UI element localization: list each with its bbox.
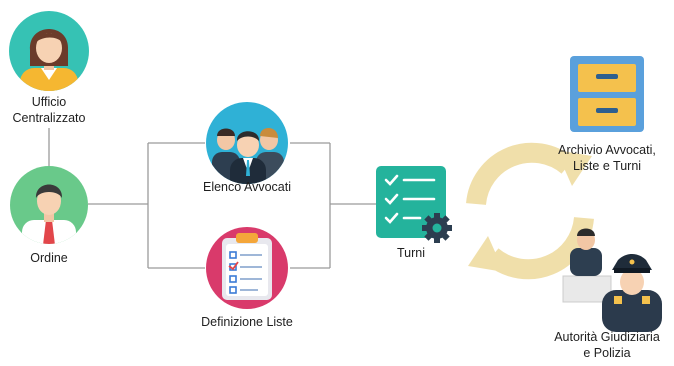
label-ufficio: Ufficio Centralizzato [4,94,94,126]
label-archivio-line1: Archivio Avvocati, [558,143,656,157]
label-elenco-avvocati: Elenco Avvocati [202,180,292,194]
checklist-clipboard-icon [206,227,288,309]
filing-cabinet-icon [570,56,644,132]
label-ufficio-line2: Centralizzato [12,111,86,125]
label-archivio: Archivio Avvocati, Liste e Turni [542,142,672,174]
label-ufficio-line1: Ufficio [31,95,67,109]
label-archivio-line2: Liste e Turni [572,159,642,173]
connector-lines [48,128,376,269]
man-with-tie-avatar-icon [10,166,88,244]
woman-avatar-icon [9,11,89,91]
checklist-gear-icon [376,166,452,243]
label-autorita: Autorità Giudiziaria e Polizia [540,329,674,361]
judge-and-police-officer-icon [562,228,662,332]
label-ordine: Ordine [30,251,68,265]
sync-arrowheads [468,150,592,272]
label-autorita-line1: Autorità Giudiziaria [554,330,660,344]
label-definizione-liste: Definizione Liste [201,315,293,329]
label-turni: Turni [396,246,425,260]
label-autorita-line2: e Polizia [583,346,631,360]
